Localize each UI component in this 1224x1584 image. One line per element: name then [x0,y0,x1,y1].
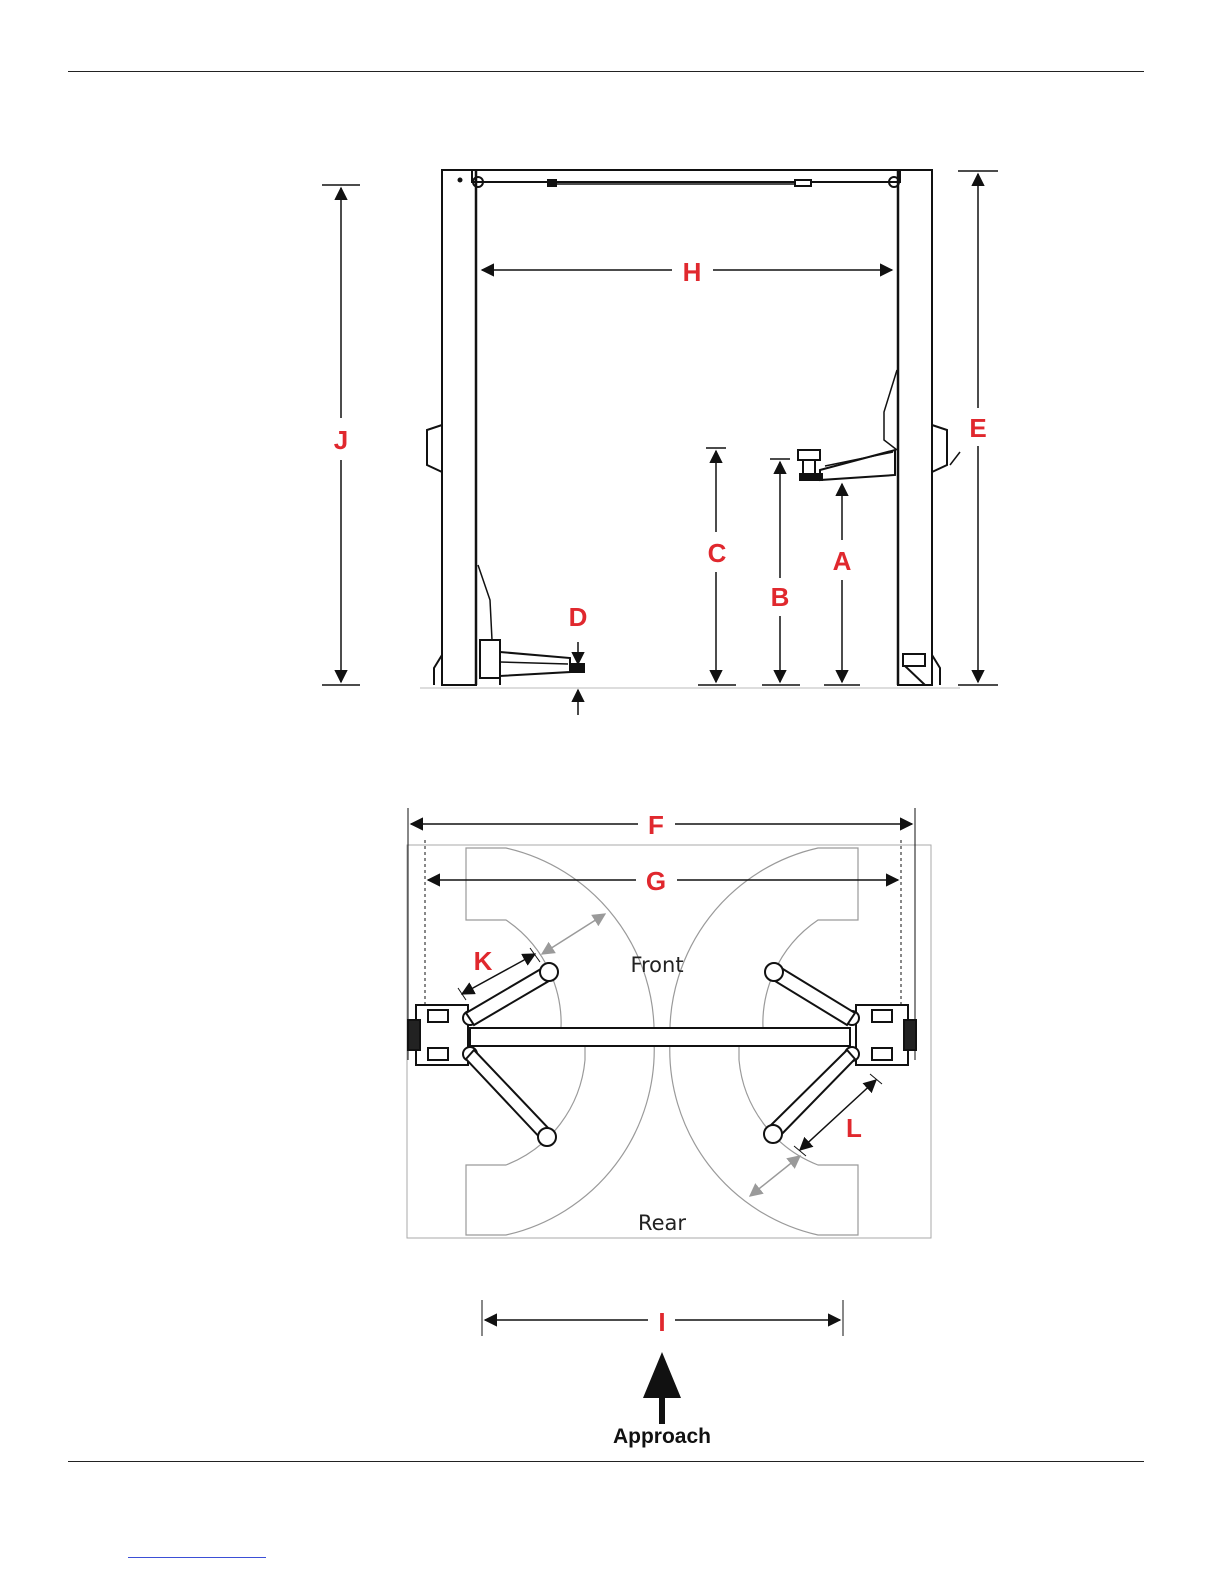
arm-rear-left [466,1050,556,1146]
approach-arrow-icon [643,1352,681,1424]
dimension-label-l: L [846,1113,862,1143]
elevation-view [420,170,960,688]
plan-lift-arms [466,963,855,1146]
dimension-label-k: K [474,946,493,976]
arm-rear-right [764,1050,855,1143]
dimension-label-e: E [969,413,986,443]
raised-lift-arm [798,370,897,480]
dimension-label-j: J [334,425,348,455]
approach-label: Approach [613,1425,711,1448]
front-label: Front [630,953,683,977]
arm-front-right [765,963,855,1025]
rear-label: Rear [638,1211,686,1235]
right-post [898,170,960,685]
plan-labels: F G K L Front Rear [474,810,862,1235]
dimension-label-g: G [646,866,666,896]
dimension-label-i: I [658,1307,665,1337]
overhead-beam [472,170,900,187]
dimension-label-b: B [771,582,790,612]
plan-view [407,808,931,1238]
dimension-label-f: F [648,810,664,840]
left-post [427,170,476,685]
dimension-label-h: H [683,257,702,287]
right-post-base [845,1005,916,1065]
dimension-label-c: C [708,538,727,568]
dimension-label-a: A [833,546,852,576]
dimension-label-d: D [569,602,588,632]
cross-beam [470,1028,850,1046]
elevation-dimensions [322,171,998,715]
